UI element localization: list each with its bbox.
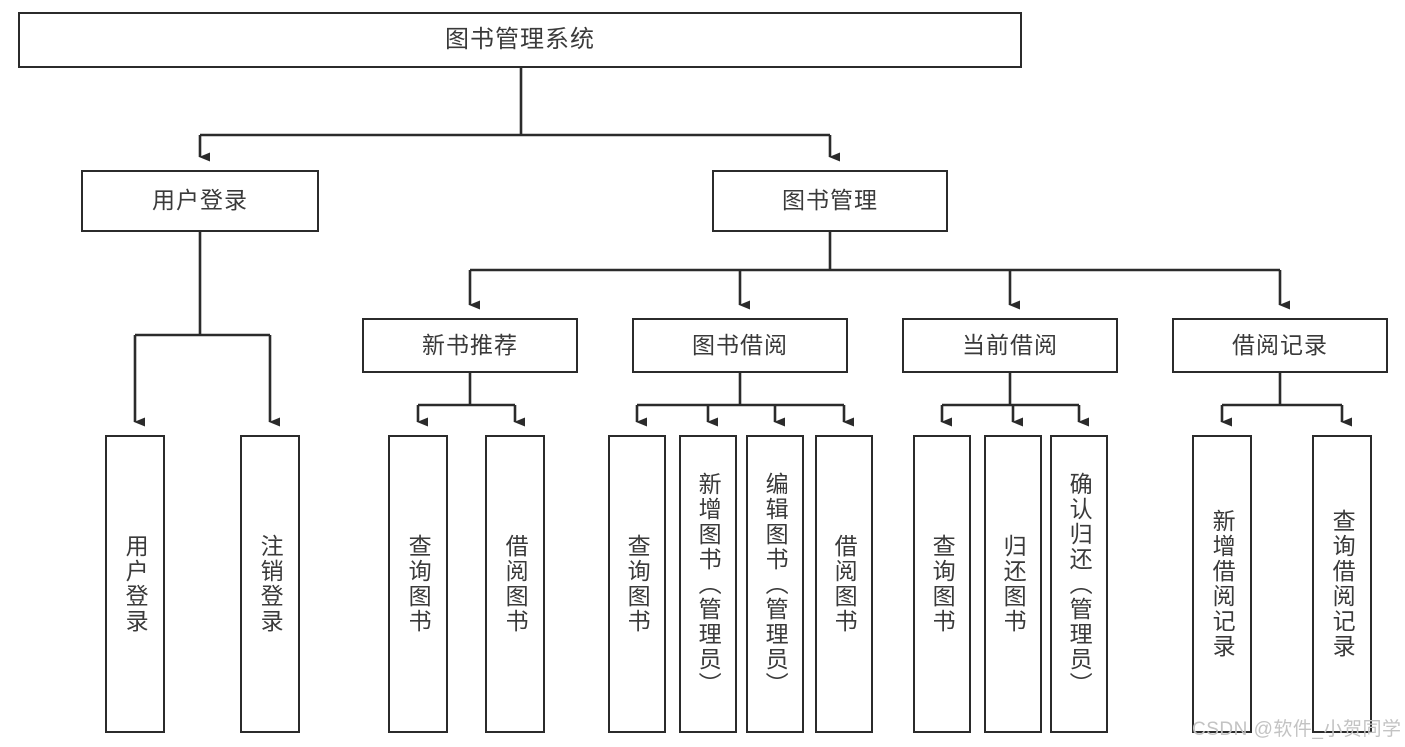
- leaf-user-logout-label: 注销登录: [257, 534, 284, 634]
- node-borrow-record[interactable]: 借阅记录: [1172, 318, 1388, 373]
- leaf-current-confirm-return[interactable]: 确认归还（管理员）: [1050, 435, 1108, 733]
- leaf-user-login-label: 用户登录: [122, 534, 149, 634]
- leaf-record-add-label: 新增借阅记录: [1209, 509, 1236, 659]
- leaf-rec-borrow-book[interactable]: 借阅图书: [485, 435, 545, 733]
- node-book-manage[interactable]: 图书管理: [712, 170, 948, 232]
- leaf-borrow-edit-book-label: 编辑图书（管理员）: [762, 471, 789, 697]
- leaf-borrow-query-book-label: 查询图书: [624, 534, 651, 634]
- node-borrow-record-label: 借阅记录: [1232, 331, 1328, 358]
- node-book-manage-label: 图书管理: [782, 187, 878, 214]
- leaf-current-return-book[interactable]: 归还图书: [984, 435, 1042, 733]
- leaf-record-query[interactable]: 查询借阅记录: [1312, 435, 1372, 733]
- node-root[interactable]: 图书管理系统: [18, 12, 1022, 68]
- leaf-current-confirm-return-label: 确认归还（管理员）: [1066, 471, 1093, 697]
- node-new-book-recommend[interactable]: 新书推荐: [362, 318, 578, 373]
- node-new-book-recommend-label: 新书推荐: [422, 331, 518, 358]
- leaf-rec-borrow-book-label: 借阅图书: [502, 534, 529, 634]
- leaf-current-return-book-label: 归还图书: [1000, 534, 1027, 634]
- leaf-rec-query-book[interactable]: 查询图书: [388, 435, 448, 733]
- node-current-borrow[interactable]: 当前借阅: [902, 318, 1118, 373]
- leaf-user-login[interactable]: 用户登录: [105, 435, 165, 733]
- leaf-borrow-loan-book[interactable]: 借阅图书: [815, 435, 873, 733]
- node-root-label: 图书管理系统: [445, 25, 595, 53]
- leaf-user-logout[interactable]: 注销登录: [240, 435, 300, 733]
- leaf-borrow-query-book[interactable]: 查询图书: [608, 435, 666, 733]
- leaf-record-query-label: 查询借阅记录: [1329, 509, 1356, 659]
- watermark: CSDN @软件_小贺同学: [1192, 719, 1402, 740]
- node-current-borrow-label: 当前借阅: [962, 331, 1058, 358]
- node-book-borrow-label: 图书借阅: [692, 331, 788, 358]
- leaf-borrow-add-book-label: 新增图书（管理员）: [695, 471, 722, 697]
- leaf-rec-query-book-label: 查询图书: [405, 534, 432, 634]
- node-user-login[interactable]: 用户登录: [81, 170, 319, 232]
- leaf-record-add[interactable]: 新增借阅记录: [1192, 435, 1252, 733]
- leaf-current-query-book[interactable]: 查询图书: [913, 435, 971, 733]
- leaf-borrow-add-book[interactable]: 新增图书（管理员）: [679, 435, 737, 733]
- leaf-borrow-loan-book-label: 借阅图书: [831, 534, 858, 634]
- leaf-borrow-edit-book[interactable]: 编辑图书（管理员）: [746, 435, 804, 733]
- node-user-login-label: 用户登录: [152, 187, 248, 214]
- node-book-borrow[interactable]: 图书借阅: [632, 318, 848, 373]
- leaf-current-query-book-label: 查询图书: [929, 534, 956, 634]
